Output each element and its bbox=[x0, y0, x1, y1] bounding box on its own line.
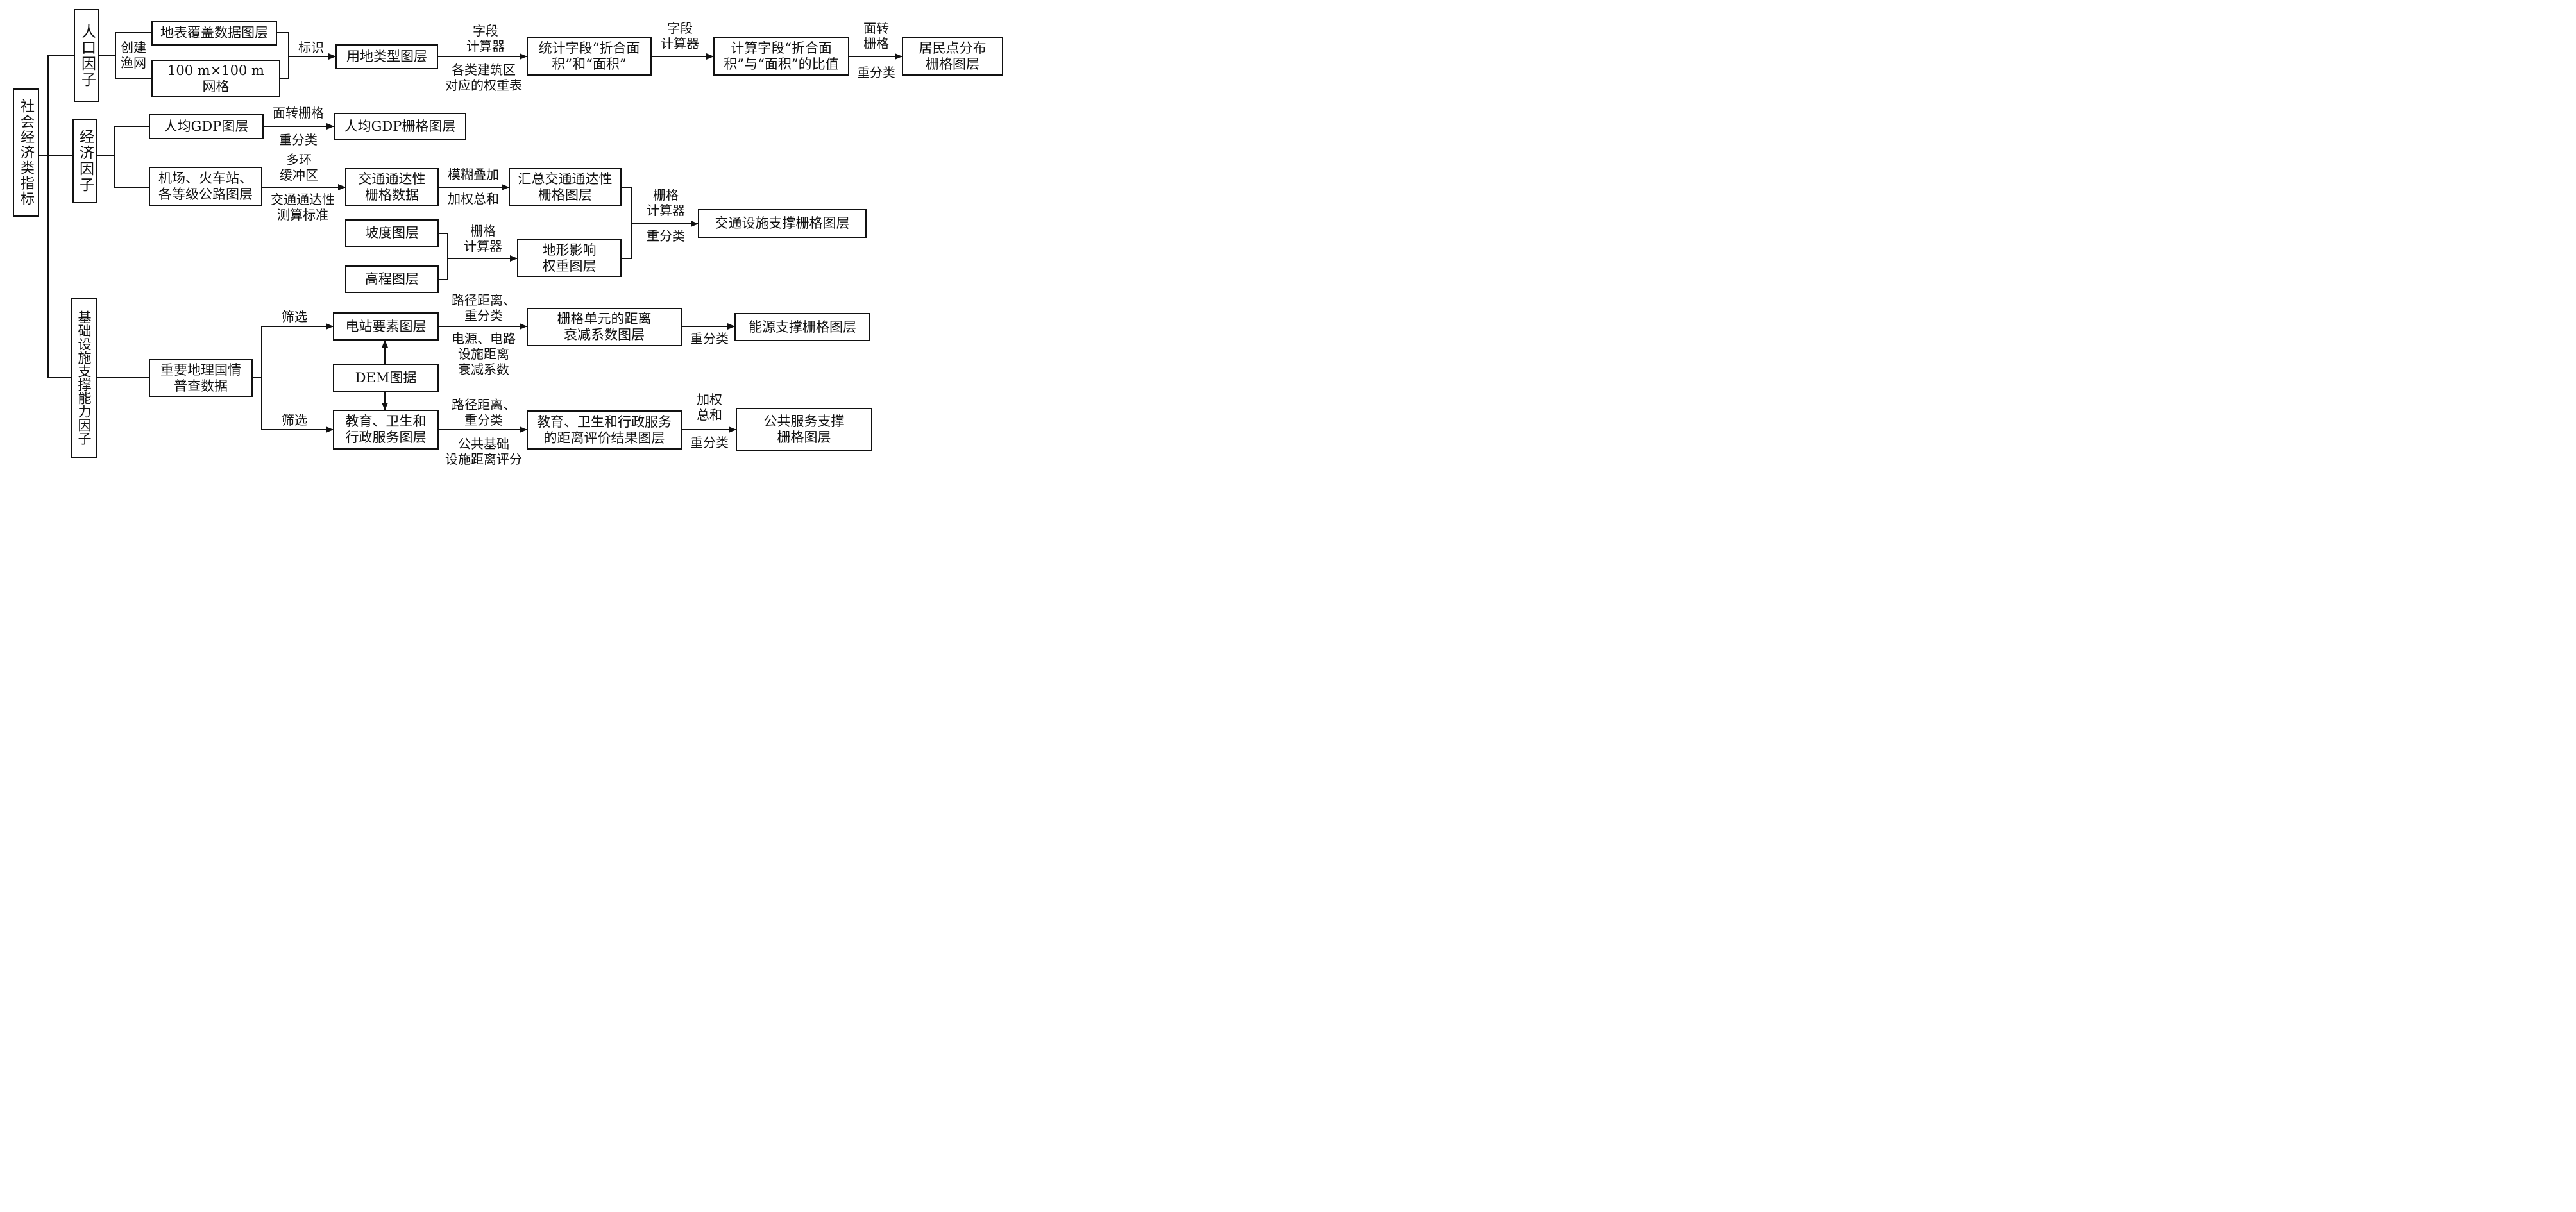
gdp-raster-box: 人均GDP栅格图层 bbox=[334, 113, 466, 140]
connector-lines bbox=[39, 32, 902, 433]
gdp-reclass-label: 重分类 bbox=[279, 132, 318, 147]
population-factor-box: 人口因子 bbox=[74, 9, 99, 102]
public-service-box: 公共服务支撑 栅格图层 bbox=[736, 408, 872, 451]
root-connector bbox=[39, 55, 74, 378]
field-calc-2-label: 字段 计算器 bbox=[661, 21, 699, 51]
summary-terrain-connector bbox=[622, 187, 632, 259]
weighted-sum-infra-label: 加权 总和 bbox=[697, 392, 722, 423]
slope-box: 坡度图层 bbox=[345, 219, 439, 247]
infrastructure-factor-box: 基础设施支撑能力因子 bbox=[71, 298, 97, 458]
economy-connector bbox=[97, 126, 149, 188]
path-reclass-1-label: 路径距离、 重分类 bbox=[452, 292, 516, 323]
raster-calc-2-label: 栅格 计算器 bbox=[647, 187, 685, 218]
identify-label: 标识 bbox=[298, 40, 324, 55]
power-decay-label: 电源、电路 设施距离 衰减系数 bbox=[452, 331, 516, 377]
power-layer-box: 电站要素图层 bbox=[333, 312, 439, 341]
fuzzy-overlay-label: 模糊叠加 bbox=[448, 167, 499, 182]
root-indicator-box: 社会经济类指标 bbox=[13, 88, 39, 217]
population-connector bbox=[99, 32, 151, 79]
create-fishnet-label: 创建 渔网 bbox=[121, 40, 146, 71]
grid-decay-box: 栅格单元的距离 衰减系数图层 bbox=[527, 308, 682, 346]
multi-ring-label: 多环 缓冲区 bbox=[280, 152, 318, 183]
economy-factor-box: 经济因子 bbox=[72, 119, 97, 203]
census-box: 重要地理国情 普查数据 bbox=[149, 359, 253, 397]
field-calc-1-label: 字段 计算器 bbox=[466, 23, 505, 54]
dem-box: DEM图据 bbox=[333, 364, 439, 392]
standard-label: 交通通达性 测算标准 bbox=[271, 192, 335, 223]
filter-2-label: 筛选 bbox=[282, 412, 307, 428]
raster-calc-label: 栅格 计算器 bbox=[464, 223, 502, 254]
gdp-poly-to-raster-label: 面转栅格 bbox=[273, 105, 324, 121]
summary-access-box: 汇总交通通达性 栅格图层 bbox=[509, 168, 622, 206]
merge-connector bbox=[277, 32, 289, 79]
stat-fields-box: 统计字段“折合面 积”和“面积” bbox=[527, 37, 652, 76]
flowchart-canvas: 社会经济类指标 人口因子 经济因子 基础设施支撑能力因子 地表覆盖数据图层 10… bbox=[0, 0, 1006, 472]
grid-box: 100 m×100 m 网格 bbox=[151, 60, 280, 97]
weighted-sum-label: 加权总和 bbox=[448, 191, 499, 206]
elevation-box: 高程图层 bbox=[345, 265, 439, 293]
reclass-label-pop: 重分类 bbox=[857, 65, 895, 80]
transport-layer-box: 机场、火车站、 各等级公路图层 bbox=[149, 167, 262, 206]
slope-elev-connector bbox=[439, 233, 448, 280]
weight-table-label: 各类建筑区 对应的权重表 bbox=[445, 62, 522, 93]
reclass-b-label: 重分类 bbox=[690, 435, 729, 450]
terrain-weight-box: 地形影响 权重图层 bbox=[517, 239, 622, 277]
land-cover-box: 地表覆盖数据图层 bbox=[151, 21, 277, 46]
edu-result-box: 教育、卫生和行政服务 的距离评价结果图层 bbox=[527, 410, 682, 450]
reclass-a-label: 重分类 bbox=[690, 331, 729, 346]
calc-ratio-box: 计算字段“折合面 积”与“面积”的比值 bbox=[713, 37, 849, 76]
residential-raster-box: 居民点分布 栅格图层 bbox=[902, 37, 1003, 76]
energy-support-box: 能源支撑栅格图层 bbox=[734, 313, 870, 341]
filter-1-label: 筛选 bbox=[282, 309, 307, 324]
census-branch bbox=[253, 326, 262, 430]
poly-to-raster-label: 面转 栅格 bbox=[863, 21, 889, 51]
public-score-label: 公共基础 设施距离评分 bbox=[445, 436, 522, 467]
reclass-2-label: 重分类 bbox=[647, 228, 685, 244]
land-use-box: 用地类型图层 bbox=[335, 44, 438, 69]
gdp-layer-box: 人均GDP图层 bbox=[149, 114, 264, 139]
path-reclass-2-label: 路径距离、 重分类 bbox=[452, 397, 516, 428]
edu-layer-box: 教育、卫生和 行政服务图层 bbox=[333, 410, 439, 450]
access-raster-box: 交通通达性 栅格数据 bbox=[345, 168, 439, 206]
transport-support-box: 交通设施支撑栅格图层 bbox=[698, 209, 867, 238]
